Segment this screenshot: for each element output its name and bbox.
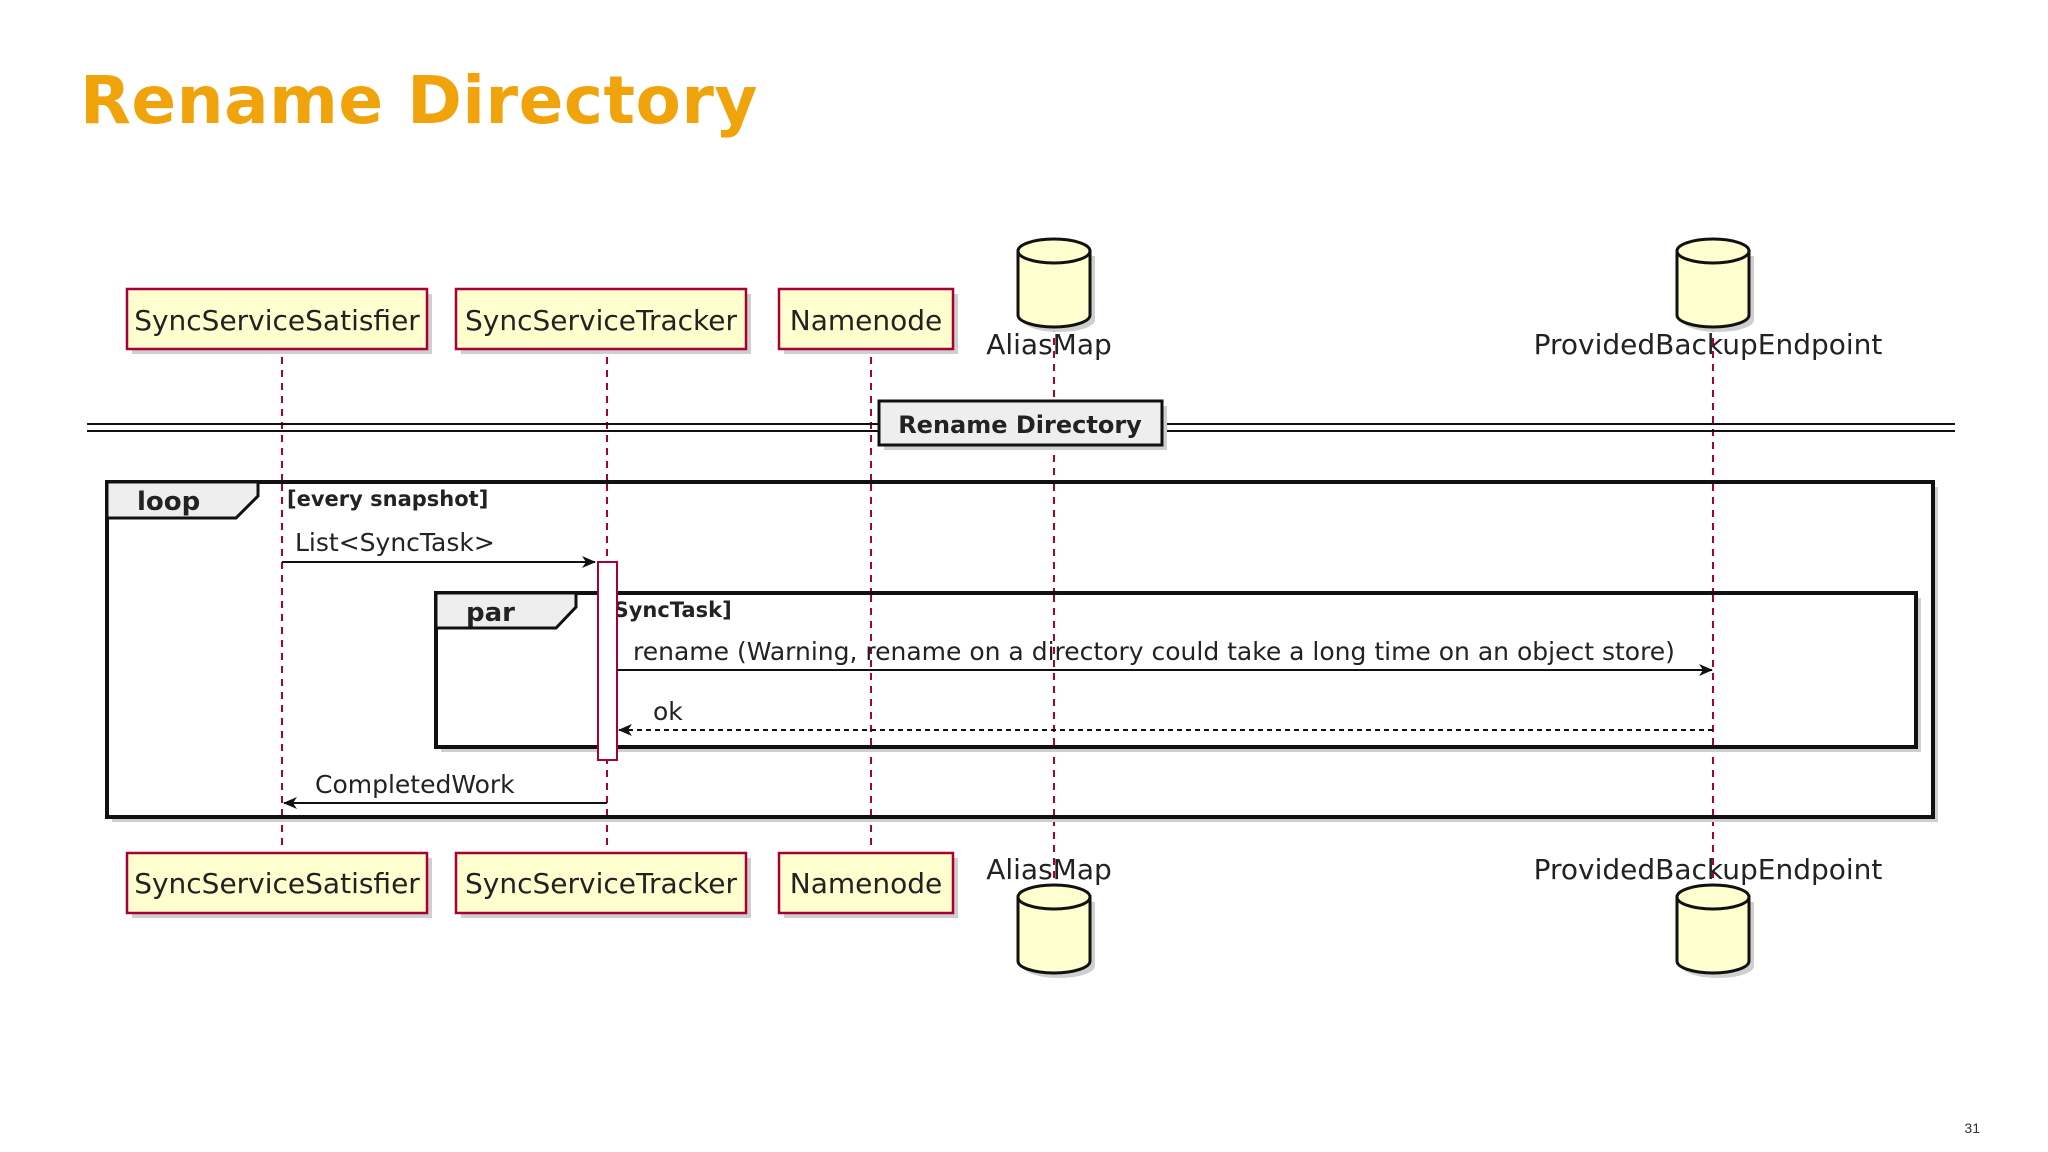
participant-sync-service-satisfier-bottom: SyncServiceSatisfier — [125, 851, 432, 918]
participant-sync-service-tracker-bottom: SyncServiceTracker — [454, 851, 751, 918]
database-label: ProvidedBackupEndpoint — [1534, 853, 1883, 886]
message-label: CompletedWork — [315, 770, 515, 799]
participant-sync-service-tracker-top: SyncServiceTracker — [454, 287, 751, 354]
participant-label: SyncServiceSatisfier — [134, 304, 420, 337]
message-label: rename (Warning, rename on a directory c… — [633, 637, 1675, 666]
database-provided-backup-endpoint-top: ProvidedBackupEndpoint — [1534, 237, 1883, 361]
database-label: AliasMap — [986, 853, 1112, 886]
participant-namenode-bottom: Namenode — [777, 851, 958, 918]
participant-sync-service-satisfier-top: SyncServiceSatisfier — [125, 287, 432, 354]
divider-rename-directory: Rename Directory — [87, 399, 1955, 450]
participant-namenode-top: Namenode — [777, 287, 958, 354]
participant-label: SyncServiceTracker — [465, 304, 737, 337]
message-ok: ok — [618, 697, 1713, 736]
participant-label: Namenode — [790, 304, 942, 337]
message-list-synctask: List<SyncTask> — [282, 528, 596, 568]
database-alias-map-top: AliasMap — [986, 237, 1112, 361]
par-guard: [SyncTask] — [604, 598, 732, 622]
database-provided-backup-endpoint-bottom: ProvidedBackupEndpoint — [1534, 853, 1883, 978]
database-label: AliasMap — [986, 328, 1112, 361]
par-frame: par [SyncTask] — [434, 591, 1921, 752]
database-label: ProvidedBackupEndpoint — [1534, 328, 1883, 361]
slide-title: Rename Directory — [80, 62, 758, 139]
message-label: List<SyncTask> — [295, 528, 495, 557]
page-number: 31 — [1964, 1120, 1980, 1136]
database-alias-map-bottom: AliasMap — [986, 853, 1112, 978]
loop-guard: [every snapshot] — [287, 487, 488, 511]
message-completed-work: CompletedWork — [283, 770, 607, 809]
participant-label: Namenode — [790, 867, 942, 900]
participant-label: SyncServiceSatisfier — [134, 867, 420, 900]
activation-bar-sync-service-tracker — [597, 561, 618, 761]
divider-label: Rename Directory — [898, 411, 1142, 439]
message-rename: rename (Warning, rename on a directory c… — [617, 637, 1713, 676]
par-keyword: par — [466, 598, 515, 628]
participant-label: SyncServiceTracker — [465, 867, 737, 900]
message-label: ok — [653, 697, 683, 726]
loop-keyword: loop — [137, 487, 200, 517]
